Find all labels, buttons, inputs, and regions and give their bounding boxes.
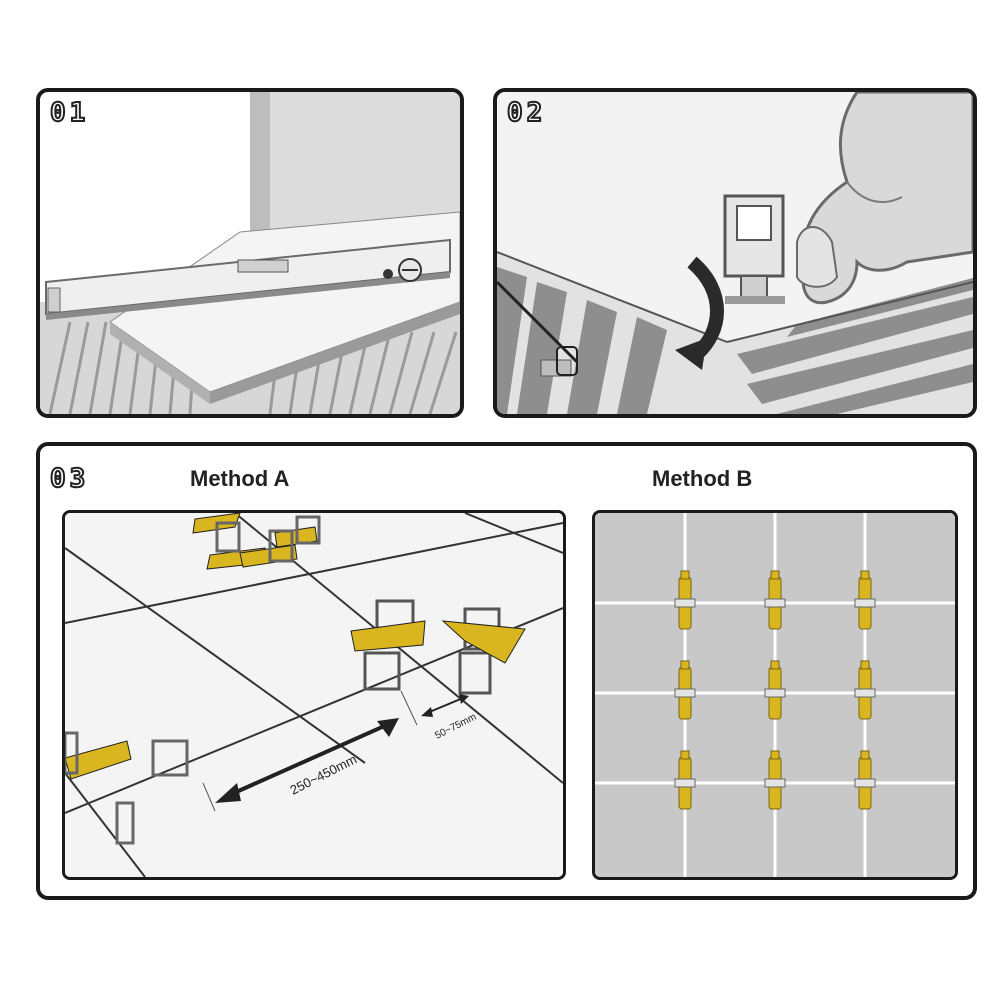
step-2-illustration: [497, 92, 973, 414]
double-arrow-icon: [421, 694, 469, 717]
step-1-illustration: [40, 92, 460, 414]
tile-leveler-clip-icon: [674, 660, 696, 720]
spirit-level-icon: [45, 238, 451, 320]
tile-leveler-clip-icon: [764, 750, 786, 810]
tile-leveler-clip-icon: [854, 750, 876, 810]
tile-leveler-clip-icon: [674, 570, 696, 630]
step-number: 02: [506, 97, 547, 129]
tile-leveler-clip-icon: [764, 660, 786, 720]
tile-leveler-clip-icon: [723, 194, 785, 304]
tile-leveler-clip-icon: [764, 570, 786, 630]
method-a-illustration: 250~450mm 50~75mm: [65, 513, 563, 877]
wedge-icon: [350, 620, 526, 664]
tile-leveler-clip-icon: [65, 731, 189, 845]
method-a-panel: 250~450mm 50~75mm: [62, 510, 566, 880]
tile-leveler-clip-icon: [674, 750, 696, 810]
step-2-panel: 02: [493, 88, 977, 418]
method-a-title: Method A: [190, 466, 290, 491]
step-number: 03: [49, 463, 90, 495]
tile-leveler-clip-icon: [854, 570, 876, 630]
hand-icon: [796, 92, 973, 305]
tile-leveler-clip-icon: [854, 660, 876, 720]
method-b-panel: [592, 510, 958, 880]
step-1-panel: 01: [36, 88, 464, 418]
step-number: 01: [49, 97, 90, 129]
method-b-grid: [595, 513, 955, 877]
tile-leveler-clip-icon: [215, 515, 321, 563]
method-b-title: Method B: [652, 466, 753, 491]
curved-arrow-icon: [675, 256, 724, 370]
double-arrow-icon: [202, 690, 418, 812]
step-3-panel: 03 Method A Method B: [36, 442, 977, 900]
